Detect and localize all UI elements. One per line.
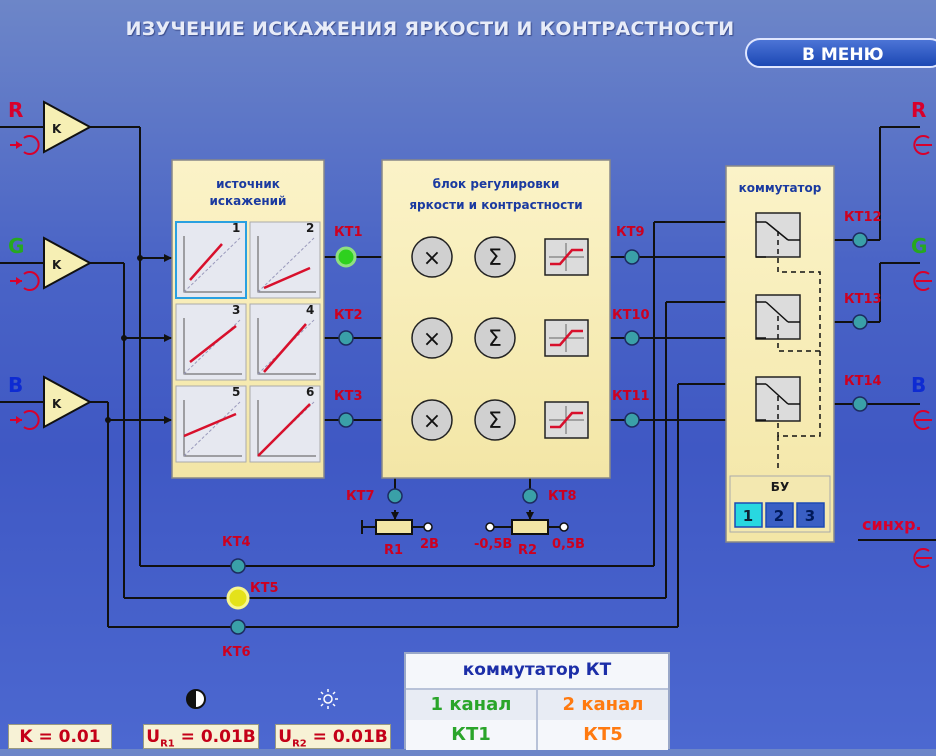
svg-text:КТ14: КТ14	[844, 374, 882, 389]
menu-button[interactable]: В МЕНЮ	[745, 38, 936, 68]
channel-1-value[interactable]: КТ1	[406, 720, 538, 750]
input-b-label: B	[8, 373, 23, 397]
svg-text:коммутатор: коммутатор	[739, 181, 822, 195]
kt8-point[interactable]	[522, 488, 538, 504]
svg-text:4: 4	[306, 303, 314, 317]
svg-text:K: K	[52, 122, 62, 136]
output-g-label: G	[911, 234, 927, 258]
svg-text:КТ6: КТ6	[222, 645, 251, 660]
kt5-point[interactable]	[226, 586, 250, 610]
k-value: K = 0.01	[8, 724, 112, 749]
svg-text:КТ1: КТ1	[334, 225, 363, 240]
svg-text:КТ3: КТ3	[334, 389, 363, 404]
svg-text:КТ9: КТ9	[616, 225, 645, 240]
svg-text:КТ4: КТ4	[222, 535, 251, 550]
kt12-point[interactable]	[852, 232, 868, 248]
bu-button-3[interactable]	[796, 502, 825, 528]
contrast-icon	[186, 689, 206, 709]
svg-text:КТ7: КТ7	[346, 489, 375, 504]
sync-label: синхр.	[862, 515, 922, 534]
distortion-cell-3[interactable]	[175, 303, 247, 381]
kt13-point[interactable]	[852, 314, 868, 330]
svg-text:источник: источник	[216, 177, 280, 191]
distortion-cell-6[interactable]	[249, 385, 321, 463]
kt9-point[interactable]	[624, 249, 640, 265]
kt14-point[interactable]	[852, 396, 868, 412]
kt-switch-panel: коммутатор КТ 1 канал 2 канал КТ1 КТ5	[404, 652, 670, 750]
svg-text:искажений: искажений	[210, 194, 287, 208]
r1-value: 2В	[420, 537, 439, 552]
svg-text:Σ: Σ	[488, 327, 502, 352]
kt-panel-title: коммутатор КТ	[406, 654, 668, 690]
svg-text:КТ8: КТ8	[548, 489, 577, 504]
distortion-cell-1[interactable]	[175, 221, 247, 299]
input-r-label: R	[8, 98, 23, 122]
svg-text:3: 3	[232, 303, 240, 317]
svg-text:яркости и контрастности: яркости и контрастности	[409, 198, 582, 212]
kt2-point[interactable]	[338, 330, 354, 346]
r2-label: R2	[518, 543, 537, 558]
svg-text:КТ13: КТ13	[844, 292, 882, 307]
r1-label: R1	[384, 543, 403, 558]
page-title: ИЗУЧЕНИЕ ИСКАЖЕНИЯ ЯРКОСТИ И КОНТРАСТНОС…	[125, 18, 735, 40]
svg-text:K: K	[52, 258, 62, 272]
svg-text:Σ: Σ	[488, 246, 502, 271]
output-b-label: B	[911, 373, 926, 397]
svg-text:КТ11: КТ11	[612, 389, 650, 404]
output-r-label: R	[911, 98, 926, 122]
amplifier-b: K	[43, 375, 93, 429]
amplifier-g: K	[43, 236, 93, 290]
svg-text:5: 5	[232, 385, 240, 399]
svg-text:2: 2	[774, 507, 784, 525]
kt6-point[interactable]	[230, 619, 246, 635]
svg-text:КТ2: КТ2	[334, 308, 363, 323]
svg-text:Σ: Σ	[488, 409, 502, 434]
r2-max: 0,5В	[552, 537, 585, 552]
kt4-point[interactable]	[230, 558, 246, 574]
ur2-value: UR2 = 0.01В	[275, 724, 391, 749]
ur1-value: UR1 = 0.01В	[143, 724, 259, 749]
svg-text:×: ×	[423, 246, 441, 271]
kt1-point[interactable]	[335, 246, 357, 268]
bu-button-2[interactable]	[765, 502, 794, 528]
distortion-cells: 1 2 3 4 5 6	[175, 221, 321, 463]
bu-label: БУ	[771, 480, 789, 494]
distortion-cell-4[interactable]	[249, 303, 321, 381]
svg-text:1: 1	[743, 507, 753, 525]
svg-text:3: 3	[805, 507, 815, 525]
channel-2-label: 2 канал	[562, 694, 644, 715]
input-g-label: G	[8, 234, 24, 258]
kt3-point[interactable]	[338, 412, 354, 428]
distortion-cell-2[interactable]	[249, 221, 321, 299]
svg-text:×: ×	[423, 327, 441, 352]
svg-text:блок регулировки: блок регулировки	[433, 177, 560, 191]
amplifier-r: K	[43, 100, 93, 154]
kt10-point[interactable]	[624, 330, 640, 346]
channel-2-value[interactable]: КТ5	[583, 724, 623, 745]
kt11-point[interactable]	[624, 412, 640, 428]
svg-text:×: ×	[423, 409, 441, 434]
svg-text:K: K	[52, 397, 62, 411]
svg-text:КТ12: КТ12	[844, 210, 882, 225]
svg-text:КТ5: КТ5	[250, 581, 279, 596]
r2-min: -0,5В	[474, 537, 512, 552]
bu-button-1[interactable]	[734, 502, 763, 528]
channel-1-label: 1 канал	[406, 690, 538, 720]
svg-text:6: 6	[306, 385, 314, 399]
svg-text:КТ10: КТ10	[612, 308, 650, 323]
svg-text:2: 2	[306, 221, 314, 235]
brightness-icon	[318, 689, 338, 709]
svg-text:1: 1	[232, 221, 240, 235]
kt7-point[interactable]	[387, 488, 403, 504]
